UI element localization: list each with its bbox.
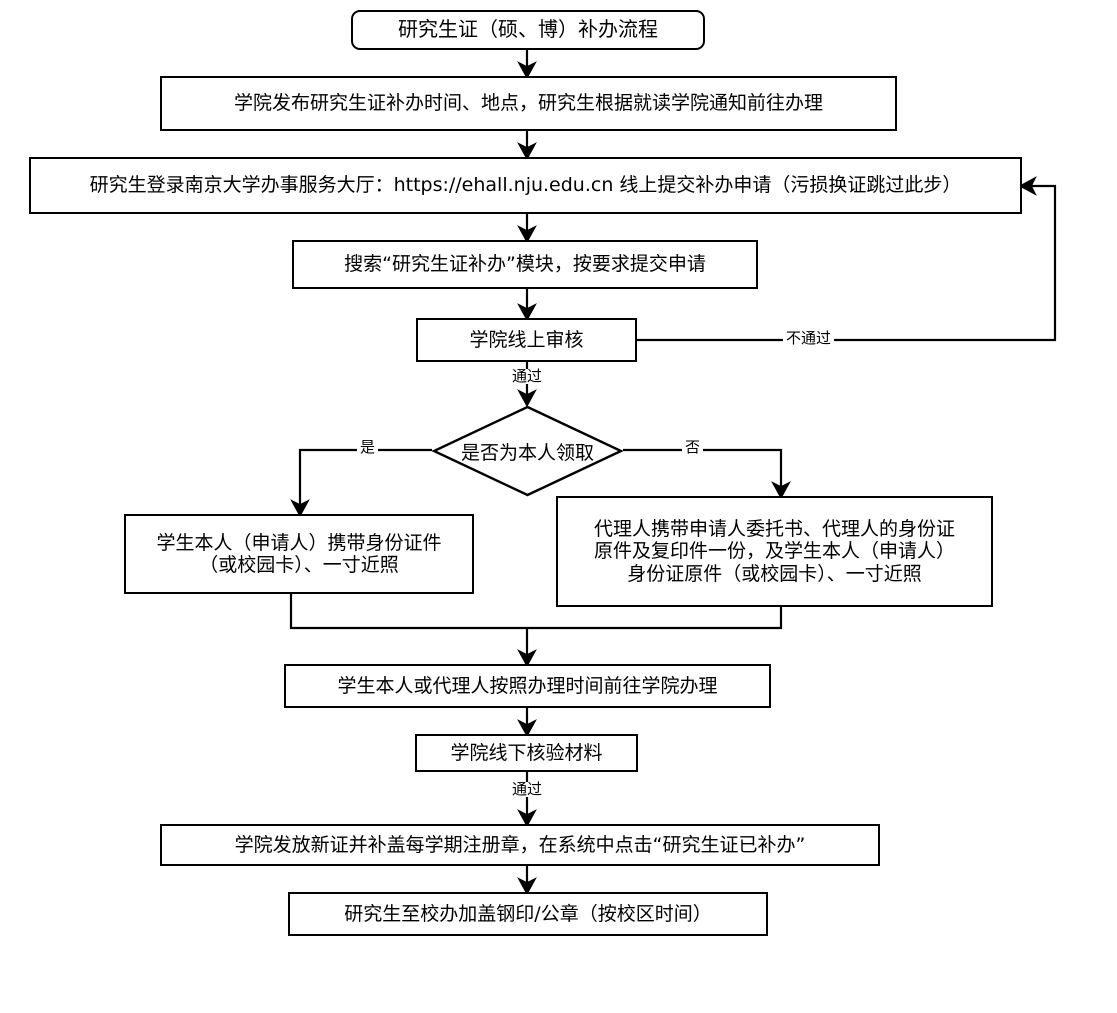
node-title: 研究生证（硕、博）补办流程 bbox=[351, 10, 705, 50]
node-self-pickup-materials: 学生本人（申请人）携带身份证件 （或校园卡）、一寸近照 bbox=[124, 514, 474, 594]
edge-label-review-fail: 不通过 bbox=[783, 331, 835, 346]
diamond-shape-icon bbox=[432, 405, 623, 497]
node-offline-verification: 学院线下核验材料 bbox=[415, 734, 638, 772]
edge-label-decision-yes: 是 bbox=[357, 440, 379, 455]
decision-label: 是否为本人领取 bbox=[460, 441, 594, 464]
edge-self-to-merge bbox=[289, 594, 527, 630]
node-official-seal: 研究生至校办加盖钢印/公章（按校区时间） bbox=[288, 892, 768, 936]
node-agent-pickup-materials: 代理人携带申请人委托书、代理人的身份证 原件及复印件一份，及学生本人（申请人） … bbox=[556, 496, 993, 607]
edge-decision-yes-to-self bbox=[290, 448, 432, 518]
node-announcement: 学院发布研究生证补办时间、地点，研究生根据就读学院通知前往办理 bbox=[160, 76, 897, 131]
edge-label-decision-no: 否 bbox=[682, 440, 704, 455]
edge-label-offline-pass: 通过 bbox=[509, 782, 546, 797]
node-visit-college: 学生本人或代理人按照办理时间前往学院办理 bbox=[284, 664, 771, 708]
node-issue-new-card: 学院发放新证并补盖每学期注册章，在系统中点击“研究生证已补办” bbox=[160, 824, 880, 866]
node-portal-login: 研究生登录南京大学办事服务大厅：https://ehall.nju.edu.cn… bbox=[29, 157, 1022, 214]
node-decision-self-pickup: 是否为本人领取 bbox=[432, 405, 623, 497]
node-search-module: 搜索“研究生证补办”模块，按要求提交申请 bbox=[292, 240, 758, 289]
edge-decision-no-to-agent bbox=[623, 448, 791, 500]
edge-agent-to-merge bbox=[527, 607, 783, 630]
edge-label-review-pass: 通过 bbox=[509, 369, 546, 384]
node-online-review: 学院线上审核 bbox=[416, 318, 637, 362]
